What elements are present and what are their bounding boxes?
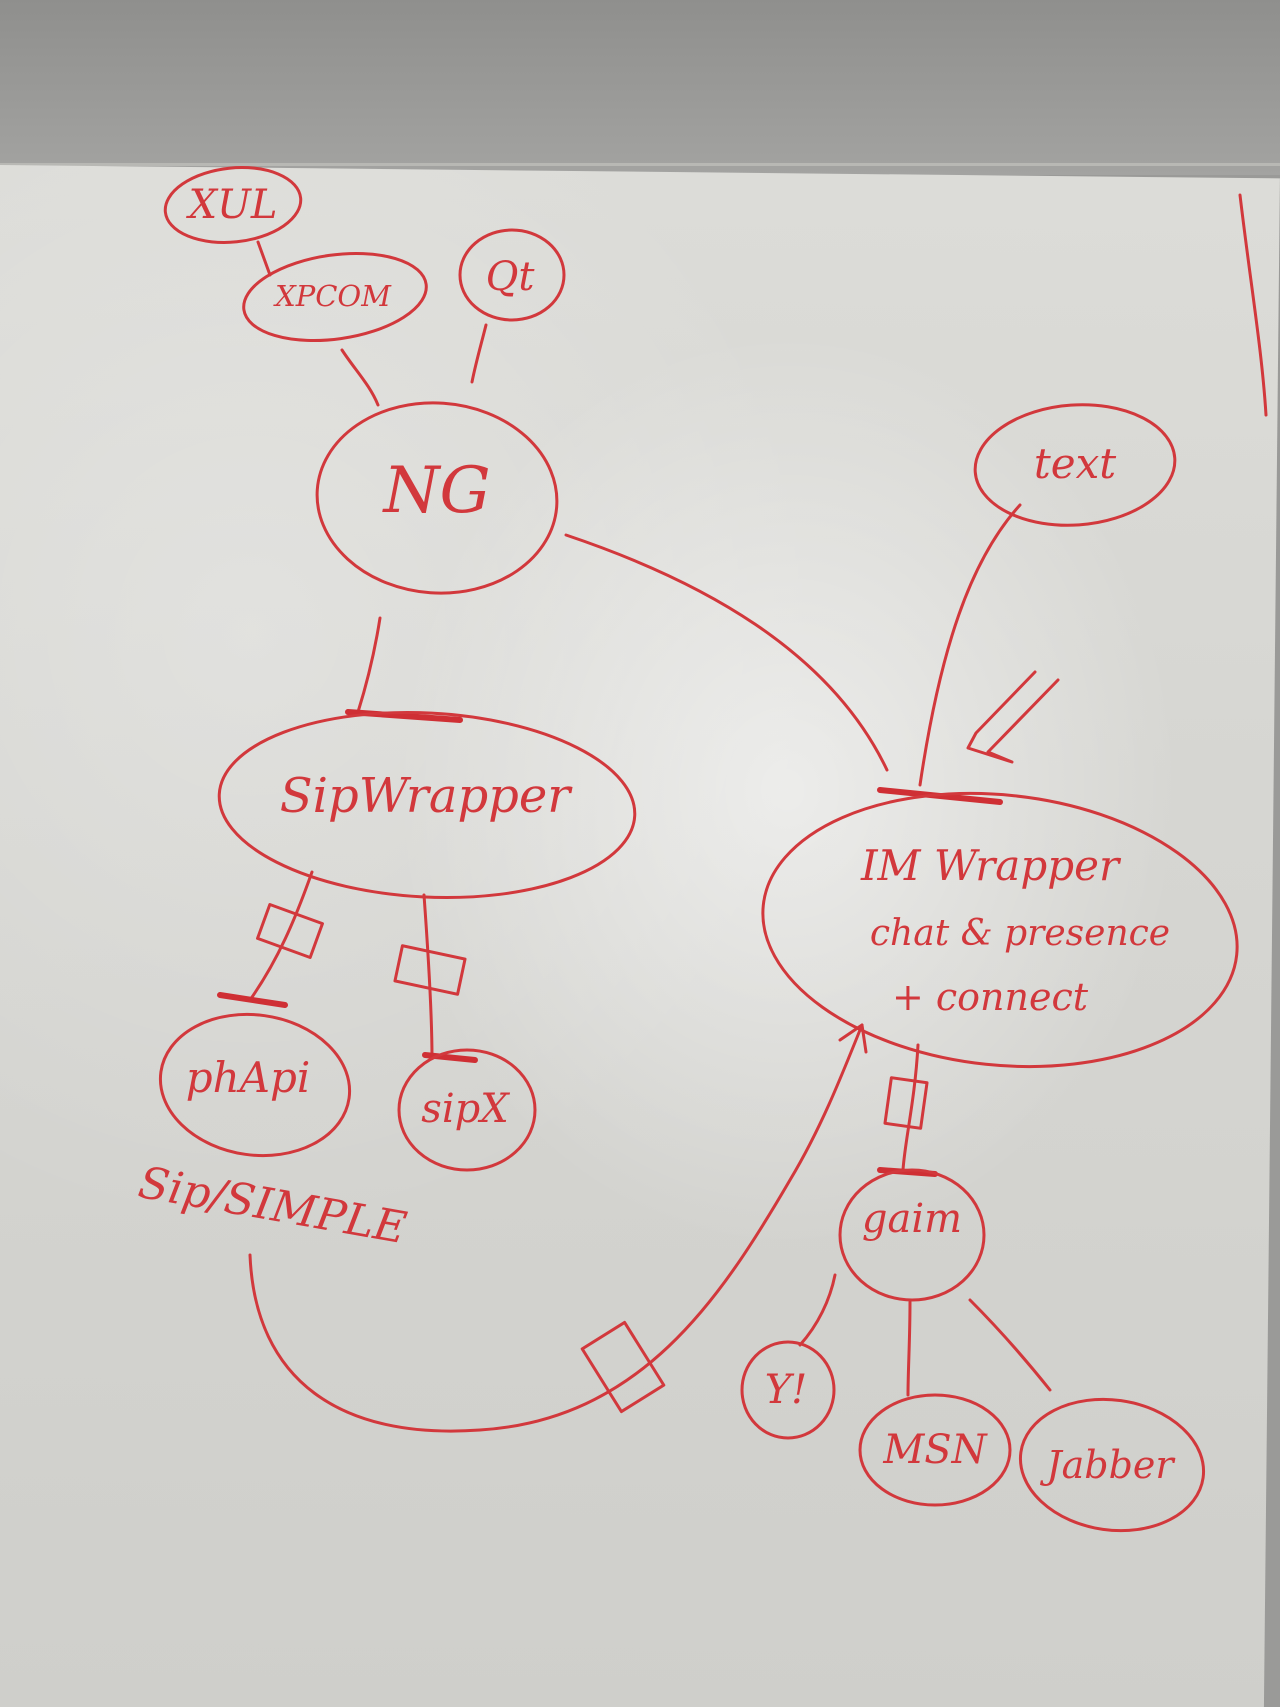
sipwrapper-sipx-edge (422, 893, 434, 1060)
xul-node (163, 166, 303, 244)
gaim-msn-edge (906, 1300, 912, 1397)
im-wrapper-label-line2: chat & presence (870, 913, 1170, 954)
gaim-connector (883, 1076, 929, 1130)
wall-background (0, 0, 1280, 175)
sipx-label: sipX (421, 1086, 510, 1132)
gaim-socket (877, 1167, 938, 1177)
xpcom-label: XPCOM (273, 279, 392, 313)
ng-label: NG (381, 454, 490, 528)
phapi-node (158, 1012, 352, 1158)
qt-ng-edge (470, 323, 488, 384)
ng-sipwrapper-edge (356, 616, 382, 714)
whiteboard-top-edge (0, 163, 1280, 166)
sipx-socket (422, 1052, 478, 1063)
gaim-label: gaim (862, 1196, 962, 1242)
ng-node (315, 401, 559, 595)
msn-node (858, 1393, 1012, 1507)
qt-node (458, 228, 566, 322)
phapi-socket (217, 992, 288, 1008)
im-wrapper-label-line1: IM Wrapper (860, 841, 1122, 890)
xpcom-ng-edge (340, 348, 380, 407)
im-gaim-edge (901, 1043, 920, 1172)
text-label: text (1034, 439, 1116, 488)
gaim-jabber-edge (968, 1298, 1052, 1392)
sipwrapper-node (217, 710, 637, 900)
sipwrapper-phapi-edge (248, 870, 314, 1002)
xpcom-node (242, 251, 428, 343)
sipx-connector (393, 944, 467, 996)
sipx-node (397, 1048, 537, 1172)
sip-simple-label: Sip/SIMPLE (135, 1157, 410, 1254)
sipwrapper-label: SipWrapper (280, 768, 574, 824)
im-wrapper-node (761, 791, 1239, 1069)
gaim-node (838, 1168, 986, 1302)
xul-xpcom-edge (256, 240, 272, 277)
yahoo-node (740, 1340, 836, 1440)
phapi-label: phApi (186, 1053, 311, 1102)
im-wrapper-label-line3: + connect (892, 975, 1089, 1019)
phapi-connector (256, 903, 324, 959)
jabber-node (1018, 1397, 1206, 1533)
qt-label: Qt (486, 254, 536, 300)
yahoo-label: Y! (765, 1367, 807, 1413)
sip-simple-connector (580, 1320, 666, 1414)
text-im-edge (918, 503, 1022, 787)
text-node (973, 403, 1177, 527)
jabber-label: Jabber (1039, 1443, 1176, 1487)
msn-label: MSN (882, 1427, 988, 1473)
board-margin-line (1238, 193, 1268, 417)
gaim-yahoo-edge (798, 1273, 837, 1347)
xul-label: XUL (186, 182, 278, 228)
hollow-arrow (966, 670, 1060, 764)
sip-simple-im-edge (248, 1023, 864, 1433)
ng-im-edge (564, 533, 889, 772)
sip-simple-arrowhead (838, 1023, 868, 1054)
